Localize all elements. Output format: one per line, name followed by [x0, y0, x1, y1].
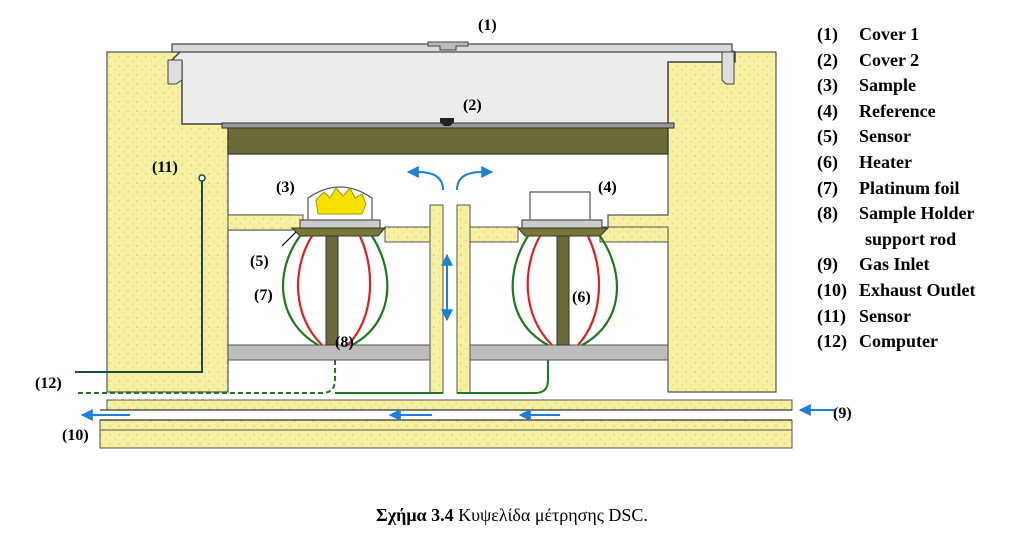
legend-item: (3)Sample [817, 75, 917, 96]
left-wires [281, 235, 389, 346]
left-bottom-plate [227, 344, 431, 361]
label-10: (10) [62, 427, 89, 444]
legend-item: (5)Sensor [817, 126, 912, 147]
legend-item: (6)Heater [817, 151, 912, 172]
legend-item: (4)Reference [817, 100, 936, 121]
cover-1-knob [427, 41, 469, 51]
right-bottom-plate [469, 344, 669, 361]
label-7: (7) [254, 287, 273, 304]
label-12: (12) [35, 375, 62, 392]
base-bottom-layer [99, 429, 793, 449]
legend-item: (2)Cover 2 [817, 49, 920, 70]
legend-item: (11)Sensor [817, 305, 912, 326]
sample-material [315, 187, 367, 215]
base-upper-layer [106, 399, 793, 411]
right-shelf [599, 226, 669, 243]
label-4: (4) [598, 179, 617, 196]
reference-holder-head [516, 227, 610, 237]
label-3: (3) [276, 179, 295, 196]
reference-pan-base [521, 219, 603, 229]
sensor-11-wire [75, 178, 203, 373]
label-1: (1) [478, 17, 497, 34]
legend-item: (12)Computer [817, 331, 938, 352]
base-lower-layer [99, 419, 793, 431]
reference-holder-rod [556, 235, 570, 346]
cover-1 [168, 46, 736, 125]
sample-holder-rod [325, 235, 339, 346]
legend: (1)Cover 1 (2)Cover 2 (3)Sample (4)Refer… [817, 22, 1022, 355]
label-6: (6) [572, 289, 591, 306]
legend-item: (9)Gas Inlet [817, 254, 930, 275]
sensor-wiring [75, 360, 549, 394]
legend-item: (7)Platinum foil [817, 177, 960, 198]
left-shelf-inner [384, 226, 431, 243]
label-5: (5) [250, 253, 269, 270]
legend-item: (1)Cover 1 [817, 24, 920, 44]
legend-item: (10)Exhaust Outlet [817, 279, 976, 300]
label-11: (11) [152, 159, 178, 176]
sample-pan-base [299, 219, 381, 229]
reference-crucible [529, 191, 591, 221]
sensor-5-leader [281, 231, 297, 247]
label-8: (8) [335, 334, 354, 351]
figure-caption: Σχήμα 3.4 Κυψελίδα μέτρησης DSC. [376, 505, 648, 525]
gas-channel-left-wall [429, 204, 444, 394]
label-2: (2) [463, 97, 482, 114]
gas-channel-right-wall [456, 204, 471, 394]
sample-holder-head [290, 227, 387, 237]
cover-2 [227, 125, 669, 155]
cover-1-left-lip [167, 59, 183, 85]
gas-flow-arrows [80, 166, 835, 421]
cover-2-knob [440, 118, 454, 126]
right-wires [511, 235, 619, 346]
cover-1-right-lip [721, 51, 735, 85]
sensor-11-tip-icon [198, 174, 206, 182]
label-9: (9) [833, 405, 852, 422]
